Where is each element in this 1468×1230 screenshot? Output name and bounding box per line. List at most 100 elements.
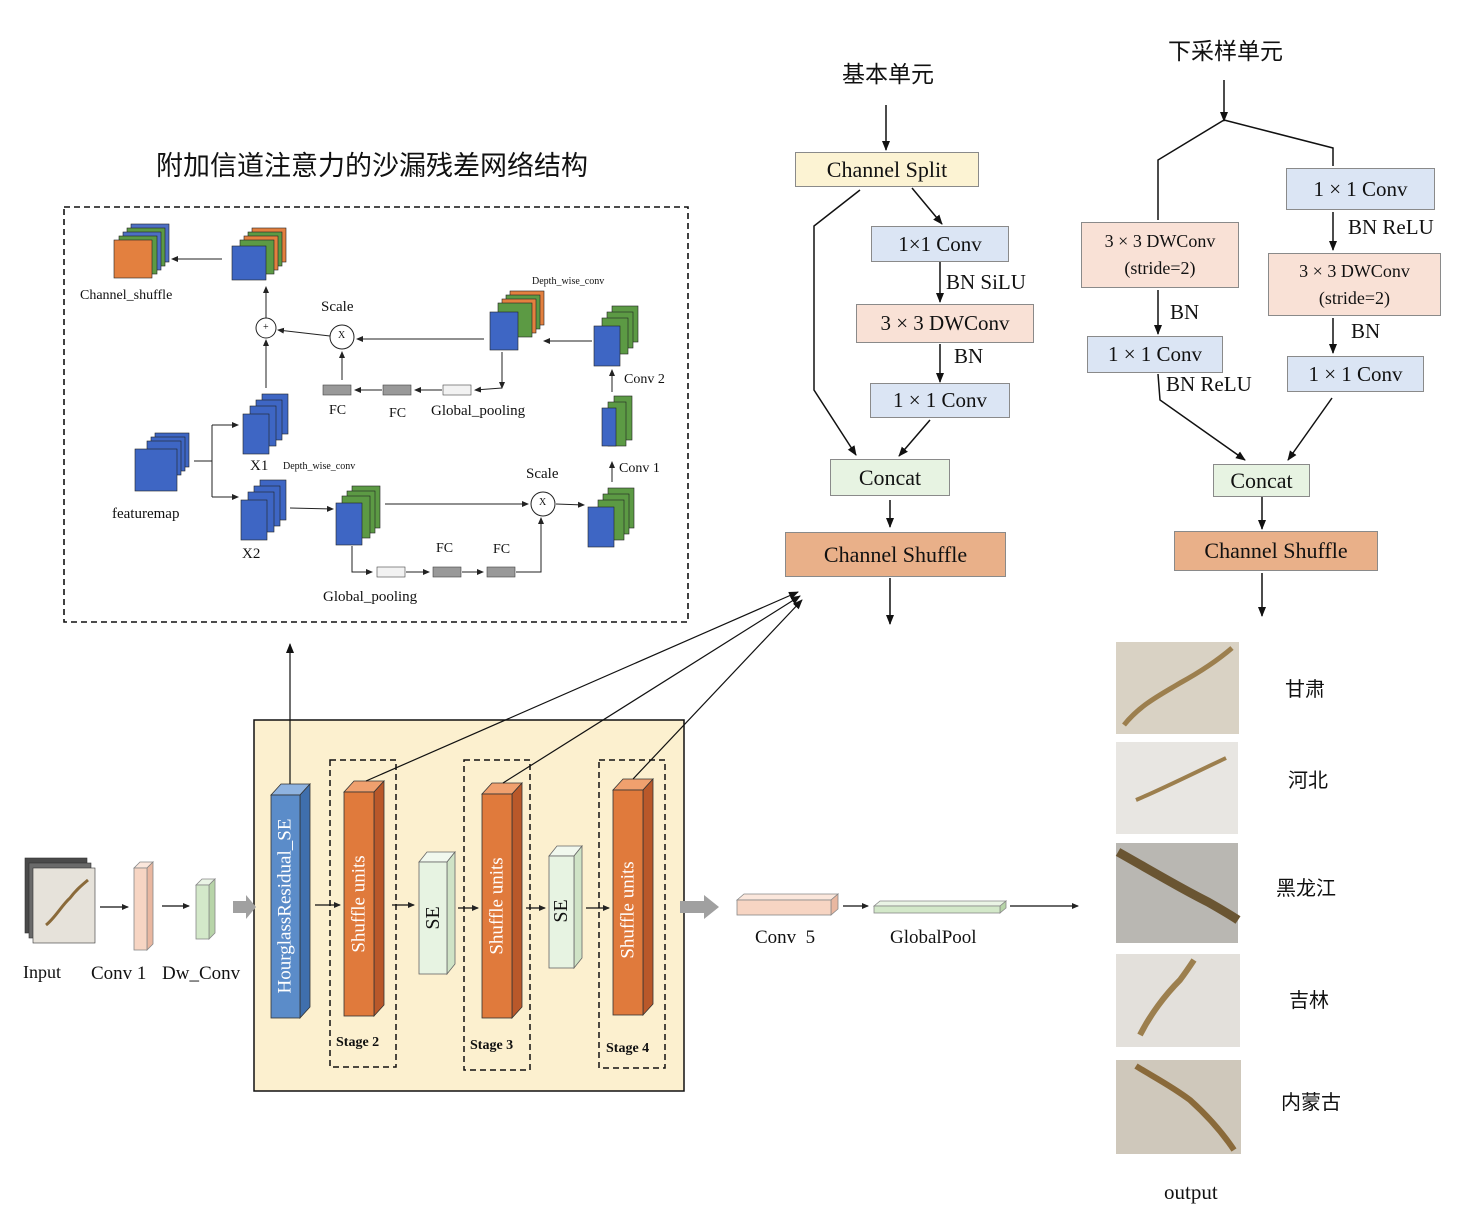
left-stride-label: (stride=2) [1124, 258, 1196, 278]
output-photo-2-icon [1116, 742, 1238, 834]
conv1x1-b-box: 1 × 1 Conv [870, 383, 1010, 418]
scale-top-node-icon [329, 324, 355, 350]
bottom-right-cube-icon [587, 487, 635, 548]
stage3-frame [463, 759, 531, 1071]
scale-bottom-node-icon [530, 491, 556, 517]
output-photo-5-icon [1116, 1060, 1241, 1154]
left-dwconv-label: 3 × 3 DWConv [1104, 231, 1216, 252]
channel-shuffle-label: Channel_shuffle [80, 288, 173, 303]
hourglass-se-label: HourglassResidual_SE [274, 818, 296, 994]
concat-box: Concat [830, 459, 950, 496]
output-title: output [1164, 1180, 1218, 1204]
output-class-3: 黑龙江 [1276, 876, 1336, 900]
depthwise-bottom-label: Depth_wise_conv [283, 461, 356, 472]
scale-bottom-label: Scale [526, 466, 559, 482]
fc-top-bars [322, 384, 472, 396]
featuremap-label: featuremap [112, 506, 180, 522]
global-pooling-top-label: Global_pooling [431, 403, 526, 419]
hourglass-se-bar [270, 782, 311, 1020]
shuffle-bar-stage4 [612, 777, 654, 1017]
dw-conv-label: Dw_Conv [162, 963, 241, 984]
shuffle-units-stage3-label: Shuffle units [486, 857, 508, 955]
output-class-5: 内蒙古 [1281, 1090, 1341, 1114]
channel-shuffle-box: Channel Shuffle [785, 532, 1006, 577]
right-stride-label: (stride=2) [1318, 287, 1391, 308]
conv1-small-label: Conv 1 [619, 461, 660, 476]
se-bar-2 [548, 844, 583, 970]
stage4-label: Stage 4 [606, 1041, 650, 1056]
depthwise-bottom-cube-icon [335, 485, 381, 546]
channel-split-box: Channel Split [795, 152, 979, 187]
featuremap-cube-icon [134, 432, 190, 492]
fc-bottom-bars [376, 566, 516, 578]
left-dwconv-box: 3 × 3 DWConv (stride=2) [1081, 222, 1239, 288]
x2-cube-icon [240, 479, 287, 541]
mult-symbol-top: X [338, 330, 346, 341]
left-bn-label: BN [1170, 300, 1200, 324]
input-label: Input [23, 962, 61, 982]
se-2-label: SE [550, 899, 572, 923]
conv1-bar [133, 861, 154, 951]
stage2-frame [329, 759, 397, 1068]
output-class-4: 吉林 [1289, 988, 1329, 1012]
se-bar-1 [418, 850, 456, 976]
downsample-unit-title: 下采样单元 [1168, 39, 1283, 65]
stage3-label: Stage 3 [470, 1038, 514, 1053]
right-bn-label: BN [1351, 319, 1381, 343]
right-conv-b-box: 1 × 1 Conv [1287, 356, 1424, 392]
hourglass-title: 附加信道注意力的沙漏残差网络结构 [156, 151, 588, 182]
x1-cube-icon [242, 393, 289, 455]
fc-bottom-2-label: FC [493, 542, 511, 557]
right-dwconv-label: 3 × 3 DWConv [1299, 260, 1410, 281]
shuffle-bar-stage2 [343, 779, 385, 1018]
output-class-1: 甘肃 [1285, 677, 1325, 701]
bn-label: BN [954, 344, 984, 368]
se-1-label: SE [422, 906, 444, 930]
mult-symbol-bottom: X [539, 497, 547, 508]
output-photo-1-icon [1116, 642, 1239, 734]
conv1-cube-icon [601, 395, 633, 447]
globalpool-bar [872, 900, 1008, 914]
depthwise-top-label: Depth_wise_conv [532, 276, 605, 287]
x1-label: X1 [250, 458, 269, 474]
down-channel-shuffle-box: Channel Shuffle [1174, 531, 1378, 571]
right-bn-relu-label: BN ReLU [1348, 215, 1434, 239]
dwconv-bar [195, 878, 216, 940]
depthwise-top-cube-icon [489, 290, 545, 351]
bn-silu-label: BN SiLU [946, 270, 1026, 294]
output-class-2: 河北 [1288, 768, 1328, 792]
right-conv-a-box: 1 × 1 Conv [1286, 168, 1435, 210]
grey-arrow-icon [680, 895, 719, 919]
stage2-label: Stage 2 [336, 1035, 380, 1050]
output-photo-4-icon [1116, 954, 1240, 1047]
add-symbol: + [263, 322, 269, 333]
right-dwconv-box: 3 × 3 DWConv (stride=2) [1268, 253, 1441, 316]
fc-top-1-label: FC [329, 403, 347, 418]
fc-top-2-label: FC [389, 406, 407, 421]
x2-label: X2 [242, 546, 261, 562]
down-concat-box: Concat [1213, 464, 1310, 497]
output-photo-3-icon [1115, 843, 1241, 943]
add-output-cube-icon [231, 227, 287, 281]
globalpool-label: GlobalPool [890, 927, 977, 948]
channel-shuffle-cube-icon [113, 223, 170, 279]
grey-arrow-icon [233, 895, 256, 919]
shuffle-units-stage2-label: Shuffle units [348, 855, 370, 953]
conv5-bar [735, 893, 840, 916]
conv5-label: Conv 5 [755, 927, 816, 948]
left-conv-box: 1 × 1 Conv [1087, 336, 1223, 373]
global-pooling-bottom-label: Global_pooling [323, 589, 418, 605]
dwconv-box: 3 × 3 DWConv [856, 304, 1034, 343]
shuffle-bar-stage3 [481, 781, 523, 1020]
basic-unit-title: 基本单元 [842, 62, 934, 88]
conv1x1-a-box: 1×1 Conv [871, 226, 1009, 262]
stage4-frame [598, 759, 666, 1069]
shuffle-units-stage4-label: Shuffle units [617, 861, 639, 959]
input-image-stack [24, 857, 96, 944]
conv2-label: Conv 2 [624, 372, 665, 387]
fc-bottom-1-label: FC [436, 541, 454, 556]
conv2-cube-icon [593, 305, 639, 367]
conv1-label: Conv 1 [91, 963, 147, 984]
scale-top-label: Scale [321, 299, 354, 315]
